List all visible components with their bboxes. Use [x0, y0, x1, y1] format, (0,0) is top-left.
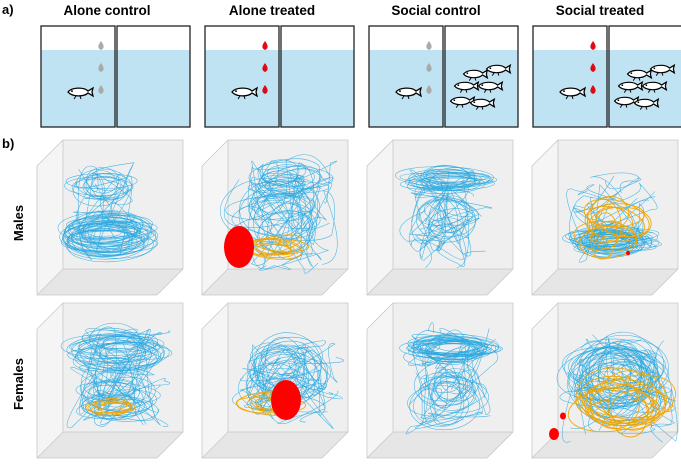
plot-females-social-control [367, 303, 513, 458]
fish-eye [489, 67, 491, 69]
fish-eye [481, 84, 483, 86]
panel-label-a: a) [2, 2, 14, 17]
cube-left-wall [202, 303, 228, 458]
cube-left-wall [367, 303, 393, 458]
fish-eye [71, 90, 73, 92]
alarm-cue-marker [224, 226, 254, 268]
plot-females-alone-treated [202, 303, 348, 458]
fish-eye [399, 90, 401, 92]
fish-eye [653, 67, 655, 69]
plot-females-social-treated [532, 303, 681, 458]
fish-eye [563, 90, 565, 92]
cube-back-wall [393, 140, 513, 269]
alarm-cue-marker [626, 251, 630, 255]
fish-eye [645, 84, 647, 86]
plot-females-alone-control [37, 303, 183, 458]
water-drop-icon [98, 41, 103, 50]
condition-title-social-control: Social control [391, 3, 480, 18]
tank-alone-treated [205, 26, 354, 127]
fish-eye [466, 72, 468, 74]
cube-left-wall [37, 140, 63, 295]
plot-males-social-treated [532, 140, 678, 295]
condition-title-social-treated: Social treated [556, 3, 645, 18]
row-label-females: Females [11, 358, 26, 410]
water-drop-icon [262, 41, 267, 50]
fish-eye [473, 101, 475, 103]
water-drop-icon [426, 41, 431, 50]
alarm-cue-marker [560, 413, 566, 420]
water-drop-icon [590, 41, 595, 50]
condition-title-alone-control: Alone control [64, 3, 151, 18]
fish-eye [617, 99, 619, 101]
fish-eye [453, 99, 455, 101]
alarm-cue-marker [549, 428, 559, 440]
fish-eye [457, 84, 459, 86]
condition-title-alone-treated: Alone treated [229, 3, 315, 18]
cube-left-wall [367, 140, 393, 295]
fish-eye [621, 84, 623, 86]
plot-males-alone-control [37, 140, 183, 295]
plot-males-alone-treated [202, 140, 348, 295]
fish-eye [235, 90, 237, 92]
alarm-cue-marker [271, 380, 301, 420]
cube-left-wall [37, 303, 63, 458]
row-label-males: Males [11, 205, 26, 241]
cube-left-wall [532, 140, 558, 295]
tank-social-control [369, 26, 518, 127]
tank-alone-control [41, 26, 190, 127]
tank-social-treated [533, 26, 681, 127]
plot-males-social-control [367, 140, 513, 295]
fish-eye [630, 72, 632, 74]
fish-eye [637, 101, 639, 103]
cube-left-wall [202, 140, 228, 295]
panel-label-b: b) [2, 136, 14, 151]
